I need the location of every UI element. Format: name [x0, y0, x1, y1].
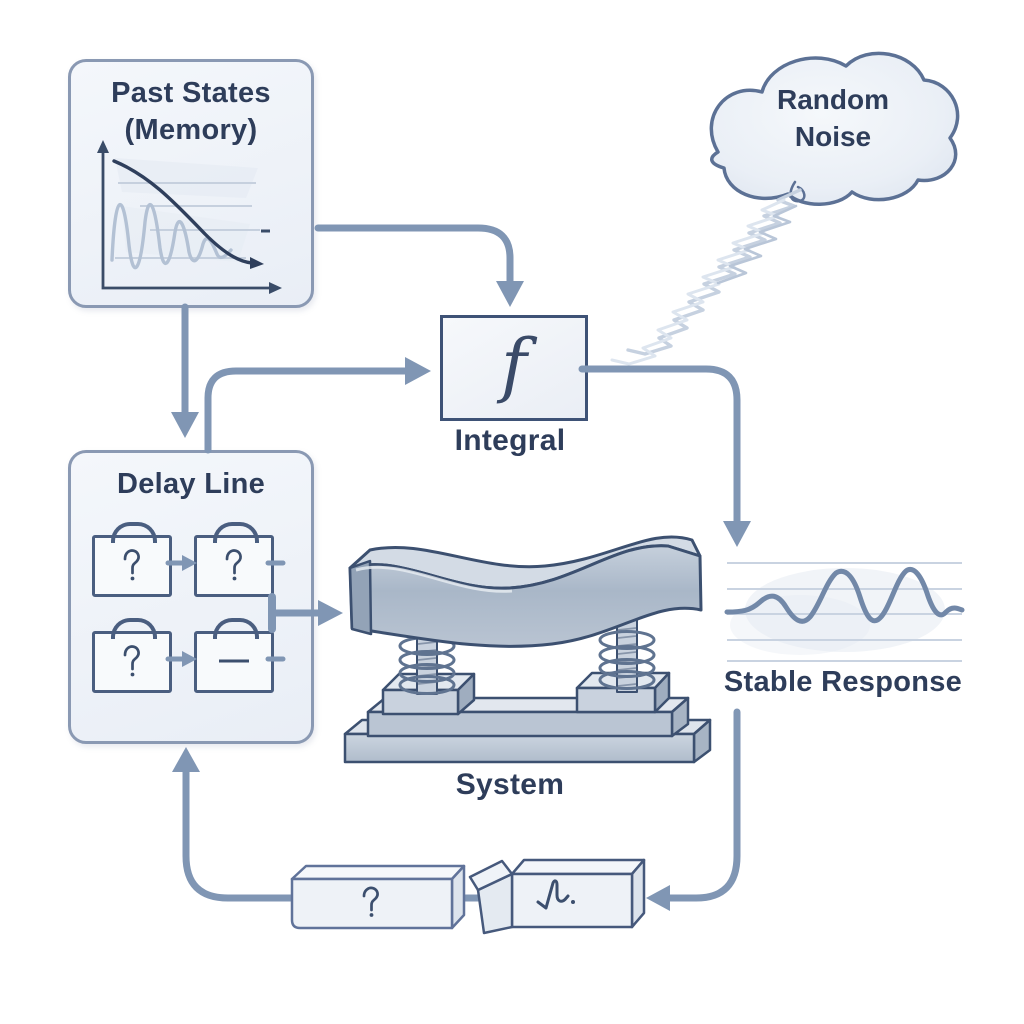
right-spring: [598, 613, 656, 693]
past-states-panel: Past States (Memory): [68, 59, 314, 308]
arrow-feedback-to-delay-line: [172, 747, 296, 902]
wavy-beam: [348, 535, 703, 648]
stable-response-graph: [724, 562, 965, 662]
cell-handle-icon: [213, 618, 259, 639]
hook-symbol-icon: [123, 645, 140, 677]
delay-cell-4: —: [194, 618, 274, 693]
delay-cell-3: [92, 618, 172, 693]
hook-symbol-icon: [123, 549, 140, 581]
cell-handle-icon: [111, 618, 157, 639]
arrow-between-feedback-boxes: [440, 885, 482, 911]
delay-cell-2: [194, 522, 274, 597]
random-noise-label-line2: Noise: [794, 121, 872, 152]
hook-symbol-icon: [362, 886, 379, 917]
system-illustration: [343, 535, 712, 764]
dash-symbol: —: [219, 643, 249, 676]
feedback-memory-box: [290, 864, 466, 930]
arrow-past-states-to-integral: [314, 224, 524, 307]
delay-cell-1: [92, 522, 172, 597]
arrow-delay-line-to-integral: [204, 357, 431, 454]
cell-handle-icon: [213, 522, 259, 543]
cloud-tail-icon: [789, 180, 806, 203]
integral-node: f: [440, 315, 588, 421]
past-states-title-line2: (Memory): [124, 114, 258, 147]
feedback-filter-box: [468, 858, 646, 935]
stable-response-label: Stable Response: [723, 666, 963, 698]
integral-symbol: f: [501, 324, 527, 406]
delay-line-title: Delay Line: [116, 468, 266, 500]
delay-line-panel: Delay Line —: [68, 450, 314, 744]
arrow-past-states-to-delay-line: [171, 303, 199, 438]
past-states-title-line1: Past States: [111, 77, 271, 109]
random-noise-label-line1: Random: [777, 84, 889, 115]
cell-handle-icon: [111, 522, 157, 543]
past-states-title: Past States (Memory): [71, 62, 311, 149]
signal-scribble-icon: [536, 879, 575, 910]
hook-symbol-icon: [225, 549, 242, 581]
left-spring: [398, 627, 456, 695]
right-pedestal-block: [575, 671, 671, 714]
arrow-integral-to-stable-response: [578, 365, 751, 547]
integral-label: Integral: [454, 424, 566, 457]
system-label: System: [455, 768, 565, 801]
arrow-stable-response-to-feedback: [646, 708, 741, 911]
stable-response-wave: [724, 567, 965, 624]
left-pedestal-block: [381, 672, 476, 716]
noise-signal: [610, 188, 802, 366]
